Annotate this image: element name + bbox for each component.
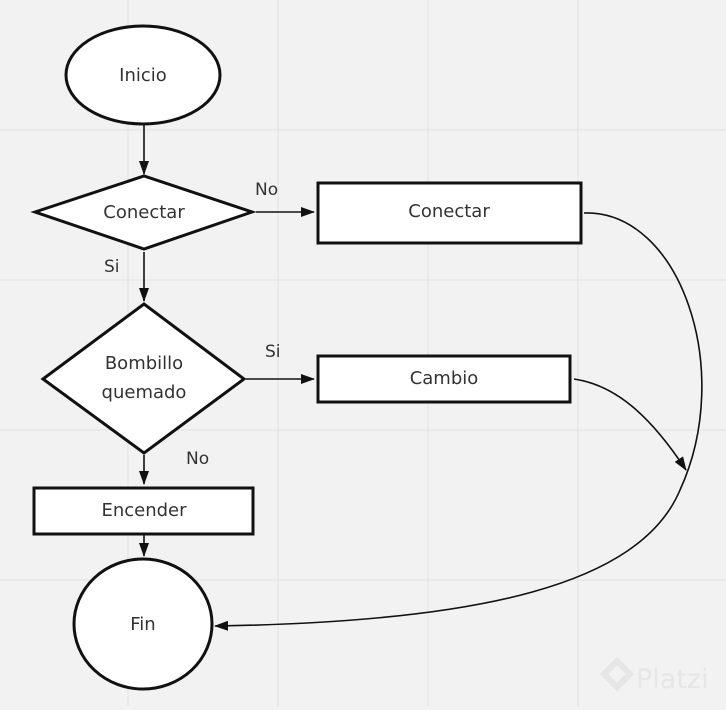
label-bombillo-si: Si	[265, 342, 281, 362]
node-proceso-cambio-label: Cambio	[410, 368, 479, 389]
node-proceso-encender: Encender	[32, 486, 255, 536]
edges	[139, 125, 703, 631]
label-conectar-no: No	[255, 180, 278, 200]
node-inicio-label: Inicio	[119, 65, 167, 86]
node-decision-bombillo-label-line1: Bombillo	[105, 353, 183, 374]
platzi-watermark: Platzi	[599, 656, 709, 695]
edge-labels: No Si Si No	[104, 180, 281, 469]
node-fin-label: Fin	[130, 614, 155, 635]
decision-diamond	[30, 174, 257, 251]
node-decision-conectar-label: Conectar	[103, 202, 185, 223]
decision-diamond	[40, 302, 247, 455]
process-box	[32, 486, 255, 536]
platzi-logo-icon	[599, 656, 635, 692]
node-proceso-conectar-label: Conectar	[408, 201, 490, 222]
terminator-ellipse	[64, 24, 222, 126]
watermark-text: Platzi	[636, 664, 709, 695]
terminator-ellipse	[72, 557, 214, 691]
process-box	[316, 354, 572, 404]
node-decision-bombillo: Bombillo quemado	[40, 302, 247, 455]
label-bombillo-no: No	[186, 449, 209, 469]
node-inicio: Inicio	[64, 24, 222, 126]
node-fin: Fin	[72, 557, 214, 691]
label-conectar-si: Si	[104, 257, 120, 277]
node-proceso-conectar: Conectar	[316, 181, 583, 245]
edge-conectar-to-fin	[214, 212, 703, 631]
node-decision-bombillo-label-line2: quemado	[102, 382, 187, 403]
node-proceso-encender-label: Encender	[101, 500, 187, 521]
node-decision-conectar: Conectar	[30, 174, 257, 251]
node-proceso-cambio: Cambio	[316, 354, 572, 404]
process-box	[316, 181, 583, 245]
edge-cambio-curve	[573, 378, 687, 471]
